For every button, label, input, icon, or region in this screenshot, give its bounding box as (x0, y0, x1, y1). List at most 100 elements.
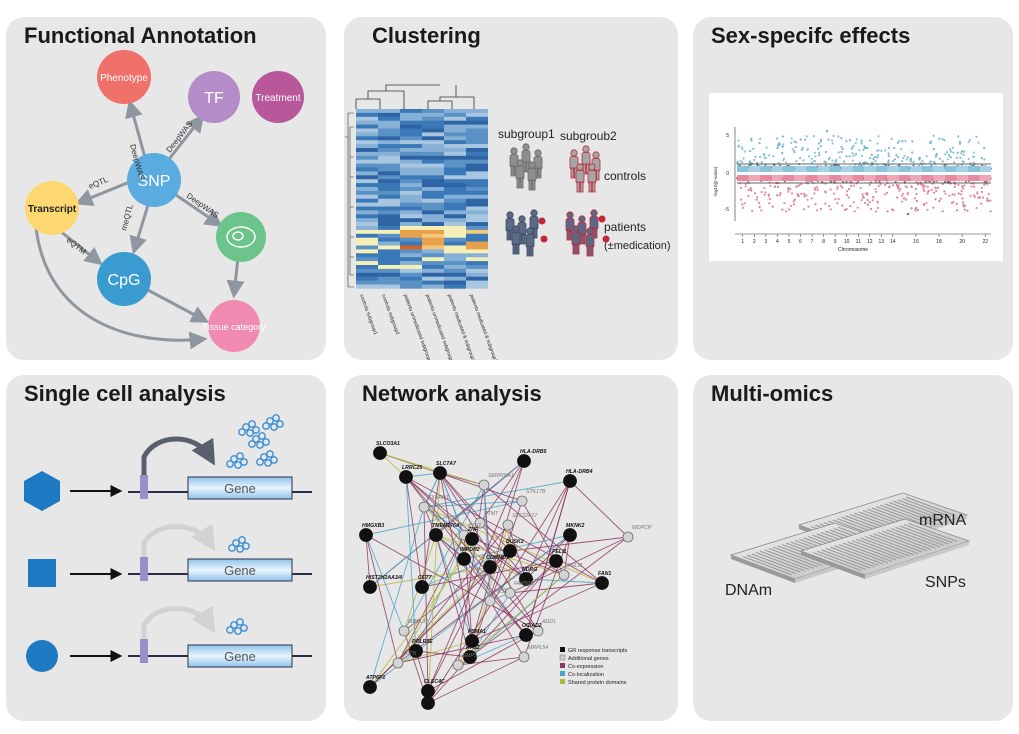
snp-point (767, 193, 770, 196)
heatmap-cell (378, 253, 400, 258)
snp-point (845, 180, 848, 183)
snp-point (861, 193, 864, 196)
heatmap-cell (444, 257, 466, 262)
chromosome-band (852, 175, 864, 181)
heatmap-cell (466, 109, 488, 114)
heatmap-cell (400, 112, 422, 118)
snp-point (947, 153, 950, 156)
snp-point (813, 151, 816, 154)
heatmap-cell (422, 272, 444, 277)
heatmap-cell (466, 183, 488, 188)
snp-point (814, 188, 817, 191)
snp-point (941, 182, 944, 186)
heatmap-cell (356, 124, 378, 129)
snp-point (852, 154, 855, 157)
chromosome-band (887, 175, 899, 181)
heatmap-cell (356, 233, 378, 238)
heatmap-cell (356, 237, 378, 242)
transcription-arrow (141, 436, 216, 475)
heatmap-cell (356, 155, 378, 160)
snp-point (860, 141, 863, 144)
chip-stripe (856, 538, 906, 559)
chip-stripe (875, 505, 925, 526)
heatmap-cell (466, 265, 488, 270)
heatmap-cell (444, 222, 466, 227)
snp-point (906, 191, 909, 195)
heatmap-cell (400, 233, 422, 238)
network-edge (427, 566, 491, 692)
snp-point (793, 151, 796, 154)
snp-point (866, 199, 869, 202)
heatmap-cell (378, 272, 400, 277)
network-edge (435, 534, 527, 580)
heatmap-cell (422, 175, 444, 180)
snp-point (741, 161, 744, 164)
snp-point (948, 194, 951, 197)
person-icon (511, 225, 521, 255)
heatmap-cell (356, 120, 378, 125)
heatmap-cell (356, 249, 378, 254)
network-node (518, 651, 530, 663)
heatmap-cell (422, 159, 444, 164)
snp-point (835, 159, 838, 162)
snp-point (872, 157, 875, 161)
snp-point (983, 146, 986, 149)
heatmap-cell (378, 245, 400, 250)
snp-point (954, 183, 957, 186)
chromosome-band (829, 175, 841, 181)
snp-point (941, 137, 944, 141)
heatmap-cell (466, 148, 488, 153)
heatmap-cell (378, 226, 400, 231)
snp-point (898, 140, 901, 143)
chromosome-band (817, 175, 830, 181)
heatmap-cell (466, 237, 488, 242)
snp-point (741, 203, 744, 206)
heatmap-cell (466, 257, 488, 262)
snp-point (887, 186, 891, 189)
heatmap-cell (400, 148, 422, 153)
heatmap-cell (400, 163, 422, 168)
snp-point (923, 190, 926, 193)
heatmap-cell (400, 226, 422, 231)
heatmap-cell (444, 226, 466, 231)
heatmap-cell (356, 214, 378, 219)
heatmap-cell (356, 179, 378, 184)
heatmap-cell (378, 194, 400, 199)
snp-point (932, 148, 935, 151)
chip-stripe (825, 547, 875, 568)
heatmap-cell (422, 120, 444, 125)
snp-node (127, 153, 181, 207)
snp-point (807, 205, 810, 208)
snp-point (836, 187, 839, 190)
heatmap-cell (356, 222, 378, 227)
heatmap-cell (422, 155, 444, 160)
chromosome-band (737, 166, 749, 172)
snp-point (939, 197, 942, 200)
network-node-label: DUSK2 (506, 539, 524, 545)
chromosome-band (956, 175, 968, 181)
snp-point (818, 151, 821, 154)
heatmap-cell (378, 190, 400, 196)
snp-point (743, 150, 746, 153)
snp-point (817, 142, 820, 145)
snp-point (906, 156, 909, 159)
snp-point (887, 152, 890, 155)
network-edge (415, 650, 429, 692)
panel-title: Multi-omics (711, 381, 834, 406)
heatmap-cell (444, 112, 466, 118)
heatmap-cell (422, 190, 444, 196)
network-node-label: SLCO3A1 (376, 441, 400, 447)
snp-point (914, 209, 917, 212)
snp-point (896, 196, 899, 199)
snp-point (922, 186, 925, 189)
network-node (392, 657, 404, 669)
heatmap-cell (378, 284, 400, 289)
heatmap-cell (378, 222, 400, 227)
y-tick: 5 (726, 133, 729, 139)
snp-point (876, 201, 879, 204)
heatmap-cell (422, 284, 444, 289)
snp-point (891, 208, 894, 211)
network-edge (427, 630, 539, 692)
network-node-label: PELI1 (552, 549, 567, 555)
protein-icon (228, 536, 250, 553)
